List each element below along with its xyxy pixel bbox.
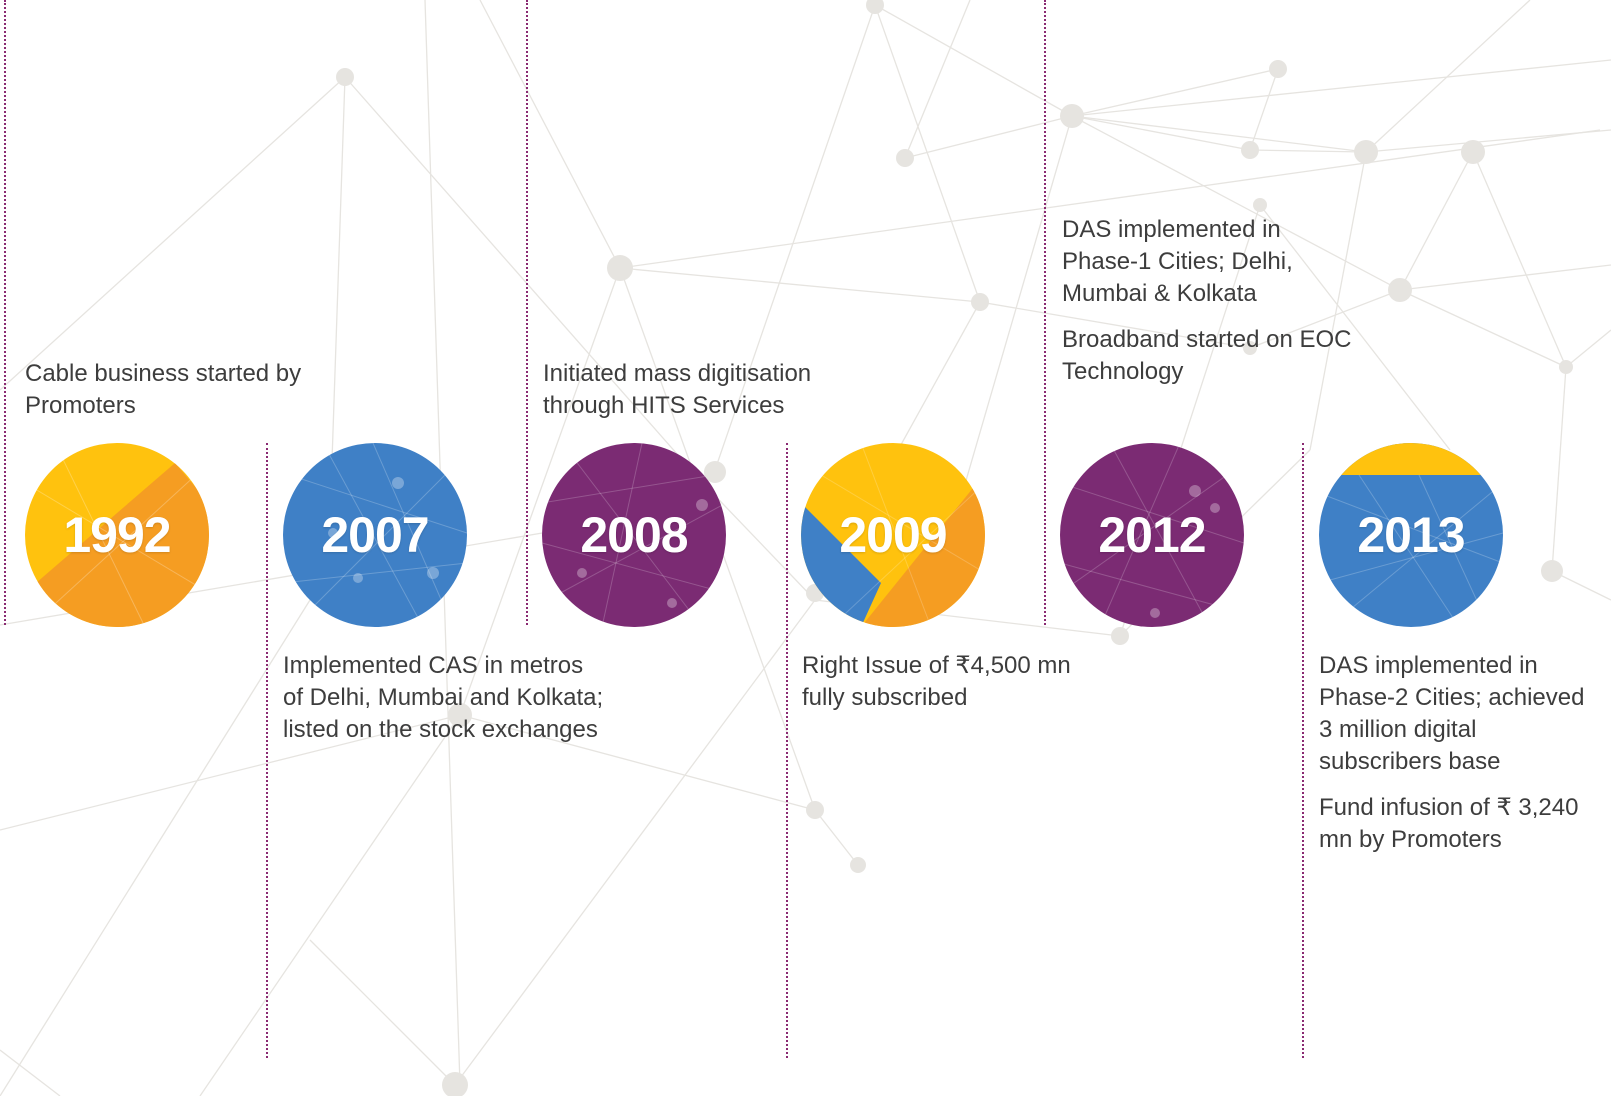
yellow-orange-circle-fill <box>25 443 209 627</box>
year-label: 2009 <box>839 507 947 563</box>
milestone-1992-text: Cable business started by Promoters <box>25 358 325 436</box>
timeline-divider <box>526 0 528 625</box>
milestone-description: Implemented CAS in metros of Delhi, Mumb… <box>283 652 604 743</box>
year-label: 2008 <box>580 507 688 563</box>
year-label: 2007 <box>321 507 429 563</box>
timeline-divider <box>1302 443 1304 1058</box>
milestone-description: DAS implemented in Phase-1 Cities; Delhi… <box>1062 216 1293 307</box>
yellow-blue-orange-circle-fill <box>801 443 985 627</box>
year-circle-2012: 2012 <box>1060 443 1244 627</box>
year-circle-2008: 2008 <box>542 443 726 627</box>
year-circle-2013: 2013 <box>1319 443 1503 627</box>
purple-circle-fill <box>542 443 726 627</box>
year-label: 1992 <box>63 507 171 563</box>
year-circle-1992: 1992 <box>25 443 209 627</box>
milestone-2009-text: Right Issue of ₹4,500 mn fully subscribe… <box>802 650 1102 728</box>
blue-circle-fill <box>283 443 467 627</box>
timeline-divider <box>4 0 6 625</box>
milestone-description: Fund infusion of ₹ 3,240 mn by Promoters <box>1319 794 1579 853</box>
milestone-2012-text: DAS implemented in Phase-1 Cities; Delhi… <box>1062 214 1392 402</box>
year-label: 2013 <box>1357 507 1465 563</box>
year-circle-2009: 2009 <box>801 443 985 627</box>
timeline-divider <box>786 443 788 1058</box>
milestone-description: DAS implemented in Phase-2 Cities; achie… <box>1319 652 1585 775</box>
milestone-2008-text: Initiated mass digitisation through HITS… <box>543 358 863 436</box>
year-label: 2012 <box>1098 507 1206 563</box>
milestone-description: Cable business started by Promoters <box>25 360 302 419</box>
milestone-2013-text: DAS implemented in Phase-2 Cities; achie… <box>1319 650 1604 870</box>
purple-circle-fill <box>1060 443 1244 627</box>
milestone-description: Right Issue of ₹4,500 mn fully subscribe… <box>802 652 1071 711</box>
milestone-2007-text: Implemented CAS in metros of Delhi, Mumb… <box>283 650 643 760</box>
year-circle-2007: 2007 <box>283 443 467 627</box>
milestone-description: Initiated mass digitisation through HITS… <box>543 360 812 419</box>
timeline-divider <box>1044 0 1046 625</box>
timeline-divider <box>266 443 268 1058</box>
blue-yellow-circle-fill <box>1319 443 1503 627</box>
milestone-description: Broadband started on EOC Technology <box>1062 326 1352 385</box>
